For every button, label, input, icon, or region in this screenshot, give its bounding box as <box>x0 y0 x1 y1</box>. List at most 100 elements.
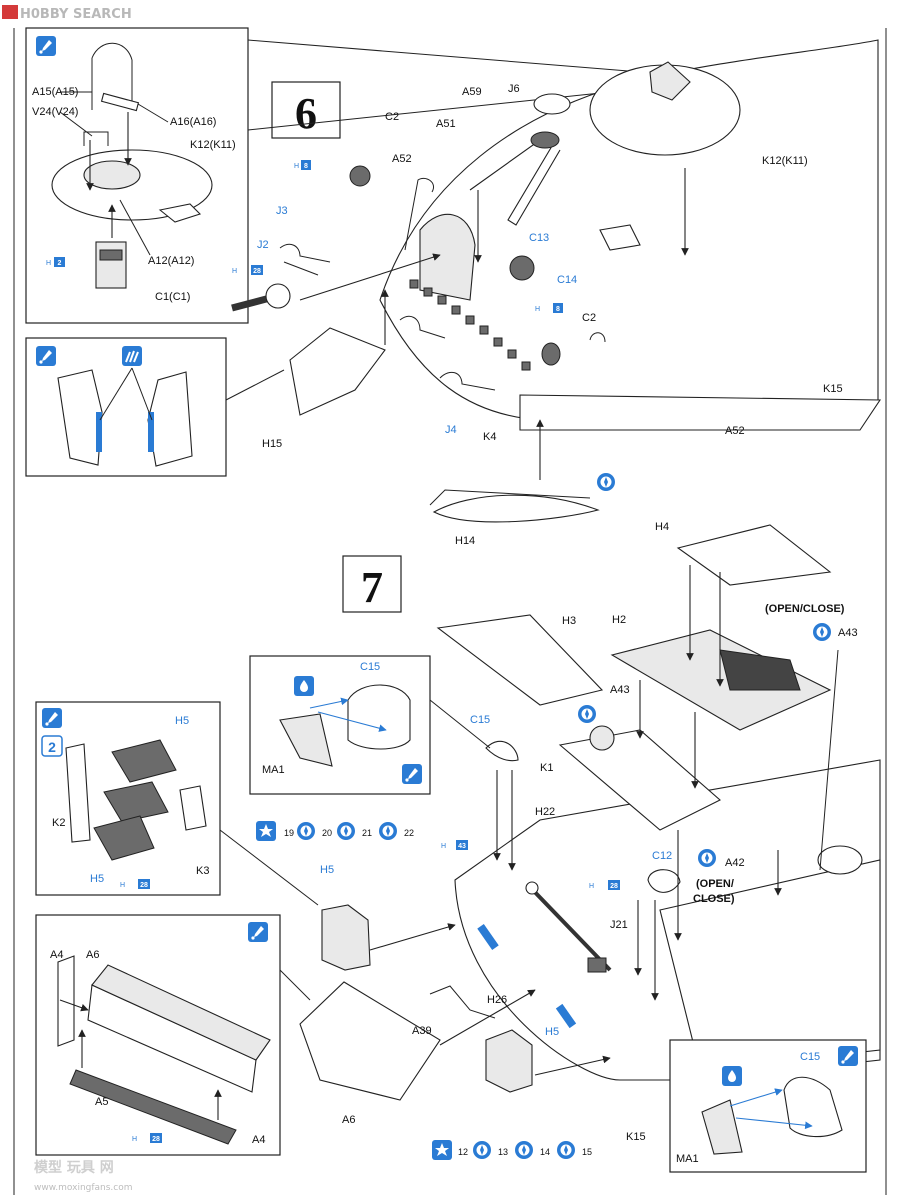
part-j2-ball <box>265 283 291 309</box>
label-c2: C2 <box>385 111 399 123</box>
x2-badge: 2 <box>41 735 63 757</box>
part-h5-lower <box>485 1029 533 1093</box>
label-a12: A12(A12) <box>148 255 194 267</box>
label-j6: J6 <box>508 83 520 95</box>
label-k15: K15 <box>626 1131 646 1143</box>
part-h2-grille <box>719 649 801 691</box>
decal-icon <box>557 1141 575 1159</box>
decal-icon <box>597 473 615 491</box>
label-k1: K1 <box>540 762 553 774</box>
step-6-number: 6 <box>295 89 317 138</box>
part-h15 <box>289 327 386 416</box>
hull-vent <box>419 213 476 301</box>
paint-code-tag: H 28 <box>589 880 620 890</box>
glue-icon <box>36 36 56 56</box>
label-h5-main: H5 <box>320 864 334 876</box>
part-h3 <box>436 614 604 706</box>
svg-text:H: H <box>441 843 446 850</box>
hatch-ring <box>83 160 141 190</box>
svg-text:43: 43 <box>458 843 466 850</box>
label-a43: A43 <box>610 684 630 696</box>
svg-text:28: 28 <box>610 883 618 890</box>
leader-line <box>59 111 93 137</box>
inset-connector <box>429 699 491 749</box>
assembly-arrow-blue <box>735 1117 813 1130</box>
part-a6-inset-top <box>91 964 271 1061</box>
label-a52: A52 <box>392 153 412 165</box>
part-h14-edge <box>429 489 591 506</box>
paint-code-tag: H 8 <box>535 303 563 313</box>
part-j4 <box>439 371 496 391</box>
deck-circle <box>817 845 863 875</box>
decal-row-bottom: 12 13 14 15 <box>432 1140 592 1160</box>
label-h4: H4 <box>655 521 669 533</box>
glue-icon <box>36 346 56 366</box>
label-a6-top: A6 <box>86 949 99 961</box>
label-c15: C15 <box>470 714 490 726</box>
decal-number: 12 <box>458 1147 468 1157</box>
step-7-number-box <box>342 555 402 613</box>
part-a15 <box>91 42 133 110</box>
label-c12: C12 <box>652 850 672 862</box>
leader-line <box>119 199 151 256</box>
part-j21 <box>587 957 607 973</box>
part-j6 <box>533 93 571 115</box>
part-c2 <box>349 165 371 187</box>
label-a42: A42 <box>725 857 745 869</box>
part-h4 <box>676 524 832 586</box>
assembly-arrow-blue <box>317 711 387 732</box>
label-c15-bottom: C15 <box>800 1051 820 1063</box>
hull-hatch <box>599 224 641 251</box>
hatch-assembly <box>649 61 691 101</box>
label-h22: H22 <box>535 806 555 818</box>
label-a4-right: A4 <box>252 1134 265 1146</box>
svg-text:H: H <box>46 260 51 267</box>
blue-paint-area <box>96 412 102 452</box>
svg-text:28: 28 <box>152 1136 160 1143</box>
decal-icon <box>698 849 716 867</box>
svg-text:H: H <box>120 882 125 889</box>
label-k15: K15 <box>823 383 843 395</box>
part-c15-bottom <box>783 1076 843 1138</box>
label-h26: H26 <box>487 994 507 1006</box>
engine-deck-rear <box>659 859 881 1071</box>
cement-icon <box>294 676 314 696</box>
part-a16 <box>100 92 140 112</box>
decal-icon <box>337 822 355 840</box>
star-icon <box>256 821 276 841</box>
label-j3: J3 <box>276 205 288 217</box>
part-h5-b <box>103 781 169 823</box>
assembly-arrow <box>369 923 456 951</box>
paint-code-tag: H 2 <box>46 257 65 267</box>
part-v24 <box>83 131 109 146</box>
label-k3: K3 <box>196 865 209 877</box>
label-j4: J4 <box>445 424 457 436</box>
part-a39 <box>429 985 496 1019</box>
label-h5-top: H5 <box>175 715 189 727</box>
decal-number: 15 <box>582 1147 592 1157</box>
part-a52 <box>404 177 434 251</box>
inset-connector <box>225 369 285 401</box>
svg-text:H: H <box>535 306 540 313</box>
part-j2-shaft <box>231 294 271 312</box>
decal-number: 13 <box>498 1147 508 1157</box>
part-c15 <box>485 740 519 762</box>
blue-paint-area <box>555 1003 577 1029</box>
label-open-close-top: (OPEN/CLOSE) <box>765 603 845 615</box>
hatch-tab <box>158 203 202 223</box>
label-h15: H15 <box>262 438 282 450</box>
step-7-number: 7 <box>361 563 383 612</box>
part-h2 <box>610 629 832 731</box>
label-c14: C14 <box>557 274 577 286</box>
part-a43-ring <box>589 725 615 751</box>
decal-number: 20 <box>322 828 332 838</box>
part-c12 <box>647 869 681 893</box>
part-k4 <box>519 394 882 431</box>
part-c15-inset <box>347 684 411 750</box>
cement-icon <box>722 1066 742 1086</box>
label-ma1-inset: MA1 <box>262 764 285 776</box>
part-h14 <box>432 494 600 523</box>
blue-paint-area <box>148 412 154 452</box>
inset-c15-bottom-detail <box>669 1039 867 1173</box>
